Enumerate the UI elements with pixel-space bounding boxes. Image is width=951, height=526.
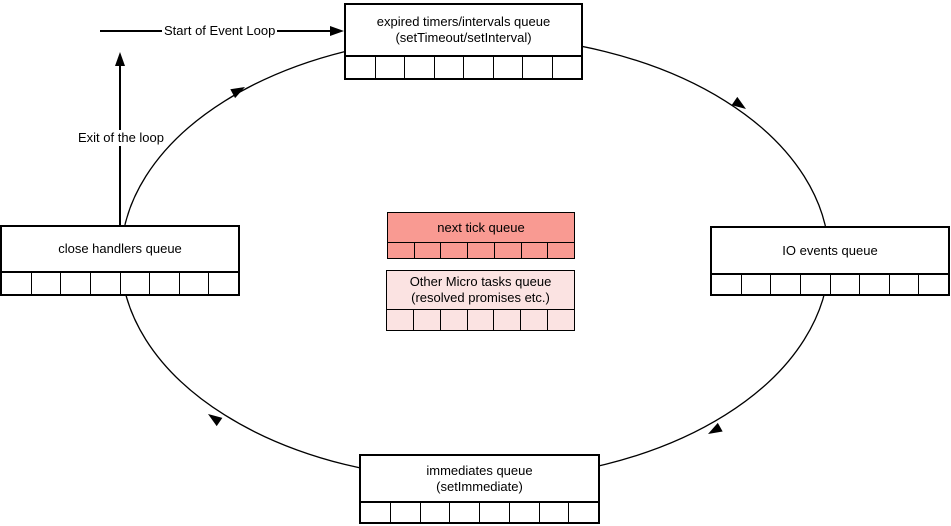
close-handlers-queue-cells [2,273,238,294]
queue-cell [742,275,772,294]
queue-cell [376,57,405,78]
queue-cell [468,243,495,258]
queue-cell [441,243,469,258]
timers-queue-cells [346,57,581,78]
queue-cell [391,503,421,522]
queue-cell [890,275,920,294]
queue-cell [480,503,510,522]
queue-cell [361,503,391,522]
queue-cell [569,503,598,522]
queue-cell [523,57,553,78]
queue-cell [553,57,582,78]
queue-cell [150,273,180,294]
queue-cell [209,273,238,294]
io-events-queue-node: IO events queue [710,226,950,296]
immediates-queue-label-line1: immediates queue [426,462,533,478]
queue-cell [468,310,495,330]
next-tick-queue-label: next tick queue [437,219,525,235]
micro-tasks-queue-label-line1: Other Micro tasks queue [409,274,552,289]
cycle-arrowhead-top-left-icon [230,87,245,99]
queue-cell [919,275,948,294]
close-handlers-queue-node: close handlers queue [0,225,240,296]
queue-cell [415,243,442,258]
start-arrow-label: Start of Event Loop [162,23,278,39]
queue-cell [510,503,540,522]
queue-cell [388,243,415,258]
exit-arrow-label: Exit of the loop [76,130,166,146]
queue-cell [771,275,801,294]
queue-cell [2,273,32,294]
immediates-queue-header: immediates queue (setImmediate) [361,456,598,503]
queue-cell [421,503,451,522]
micro-tasks-queue-node: Other Micro tasks queue (resolved promis… [386,270,575,331]
micro-tasks-queue-header: Other Micro tasks queue (resolved promis… [387,271,574,310]
exit-arrowhead-icon [115,52,125,66]
queue-cell [548,243,574,258]
io-events-queue-cells [712,275,948,294]
timers-queue-label-line1: expired timers/intervals queue [376,14,551,29]
timers-queue-header: expired timers/intervals queue (setTimeo… [346,5,581,57]
queue-cell [387,310,414,330]
queue-cell [495,243,522,258]
micro-tasks-queue-cells [387,310,574,330]
cycle-arrowhead-top-right-icon [731,96,746,109]
close-handlers-queue-label: close handlers queue [58,241,182,256]
queue-cell [494,310,522,330]
queue-cell [801,275,831,294]
queue-cell [121,273,151,294]
next-tick-queue-header: next tick queue [388,213,574,243]
queue-cell [494,57,523,78]
immediates-queue-label-line2: (setImmediate) [436,478,523,494]
queue-cell [712,275,742,294]
queue-cell [61,273,91,294]
immediates-queue-node: immediates queue (setImmediate) [359,454,600,524]
io-events-queue-label: IO events queue [782,242,878,258]
queue-cell [91,273,121,294]
queue-cell [831,275,861,294]
queue-cell [435,57,464,78]
cycle-arrowhead-bottom-right-icon [708,422,723,434]
immediates-queue-cells [361,503,598,522]
queue-cell [346,57,376,78]
queue-cell [464,57,494,78]
queue-cell [860,275,890,294]
queue-cell [521,310,549,330]
queue-cell [450,503,480,522]
queue-cell [522,243,549,258]
next-tick-queue-node: next tick queue [387,212,575,259]
micro-tasks-queue-label-line2: (resolved promises etc.) [411,290,550,305]
queue-cell [405,57,435,78]
queue-cell [180,273,210,294]
queue-cell [32,273,62,294]
close-handlers-queue-header: close handlers queue [2,227,238,273]
next-tick-queue-cells [388,243,574,258]
timers-queue-node: expired timers/intervals queue (setTimeo… [344,3,583,80]
start-arrowhead-icon [330,26,344,36]
queue-cell [540,503,570,522]
queue-cell [414,310,441,330]
queue-cell [441,310,468,330]
queue-cell [548,310,574,330]
timers-queue-label-line2: (setTimeout/setInterval) [395,30,532,45]
cycle-arrowhead-bottom-left-icon [208,414,223,427]
io-events-queue-header: IO events queue [712,228,948,275]
cycle-arrowheads [208,87,746,434]
